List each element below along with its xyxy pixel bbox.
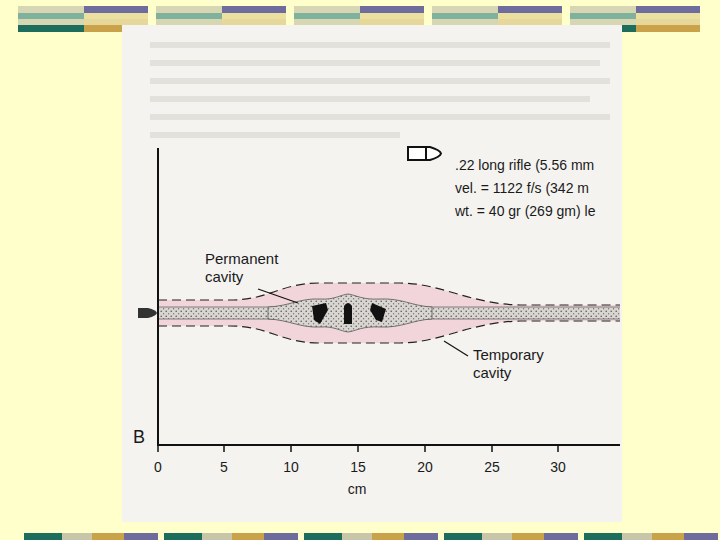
bullet-icon — [408, 147, 441, 160]
cavity-label: Permanent cavity — [205, 250, 291, 286]
bullet-velocity: vel. = 1122 f/s (342 m — [455, 180, 589, 197]
axis-tick-label: 0 — [154, 459, 162, 476]
entry-bullet — [138, 308, 157, 318]
temporary-cavity-fill — [158, 283, 620, 343]
axis-unit: cm — [348, 481, 367, 498]
axis-tick-label: 20 — [417, 459, 433, 476]
temporary-cavity-outline — [158, 283, 620, 343]
panel-letter: B — [133, 427, 145, 449]
axis-tick-label: 25 — [484, 459, 500, 476]
scanned-page — [122, 25, 622, 522]
page-bleed-through — [150, 45, 610, 135]
permanent-cavity — [268, 294, 432, 332]
bullet-weight: wt. = 40 gr (269 gm) le — [455, 203, 595, 220]
axis-tick-label: 30 — [550, 459, 566, 476]
axis-tick-label: 15 — [350, 459, 366, 476]
bullet-fragments — [312, 303, 386, 324]
axes — [157, 148, 620, 446]
axis-ticks — [158, 445, 558, 452]
leader-line — [258, 289, 468, 356]
bottom-decoration — [24, 533, 718, 540]
axis-tick-label: 10 — [283, 459, 299, 476]
cavity-label: Temporary cavity — [473, 346, 559, 382]
axis-tick-label: 5 — [220, 459, 228, 476]
bullet-caliber: .22 long rifle (5.56 mm — [455, 157, 594, 174]
